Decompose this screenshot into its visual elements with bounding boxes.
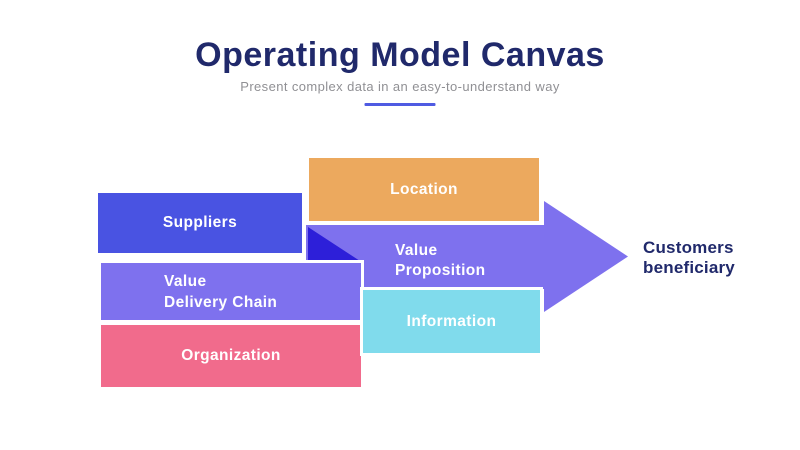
vdc-label-line1: Value [164, 272, 207, 290]
box-information-label: Information [406, 312, 497, 330]
box-location-label: Location [390, 180, 458, 198]
box-value-delivery-chain-label: Value Delivery Chain [164, 271, 277, 313]
page-subtitle: Present complex data in an easy-to-under… [240, 79, 560, 94]
box-location: Location [306, 155, 542, 224]
vdc-label-line2: Delivery Chain [164, 293, 278, 311]
box-organization-label: Organization [181, 347, 281, 364]
box-organization: Organization [98, 322, 364, 390]
box-suppliers-label: Suppliers [162, 214, 238, 231]
title-underline [364, 103, 436, 106]
customers-beneficiary-label: Customers beneficiary [643, 238, 735, 278]
value-proposition-label: Value Proposition [395, 241, 486, 281]
page-title: Operating Model Canvas [195, 36, 605, 74]
value-proposition-label-line1: Value [395, 242, 438, 259]
box-information: Information [360, 287, 543, 356]
customers-beneficiary-line2: beneficiary [643, 258, 735, 277]
box-value-delivery-chain: Value Delivery Chain [98, 260, 364, 323]
value-proposition-arrow-head [544, 201, 628, 312]
value-proposition-label-line2: Proposition [395, 262, 486, 279]
box-suppliers: Suppliers [95, 190, 305, 256]
customers-beneficiary-line1: Customers [643, 238, 734, 257]
